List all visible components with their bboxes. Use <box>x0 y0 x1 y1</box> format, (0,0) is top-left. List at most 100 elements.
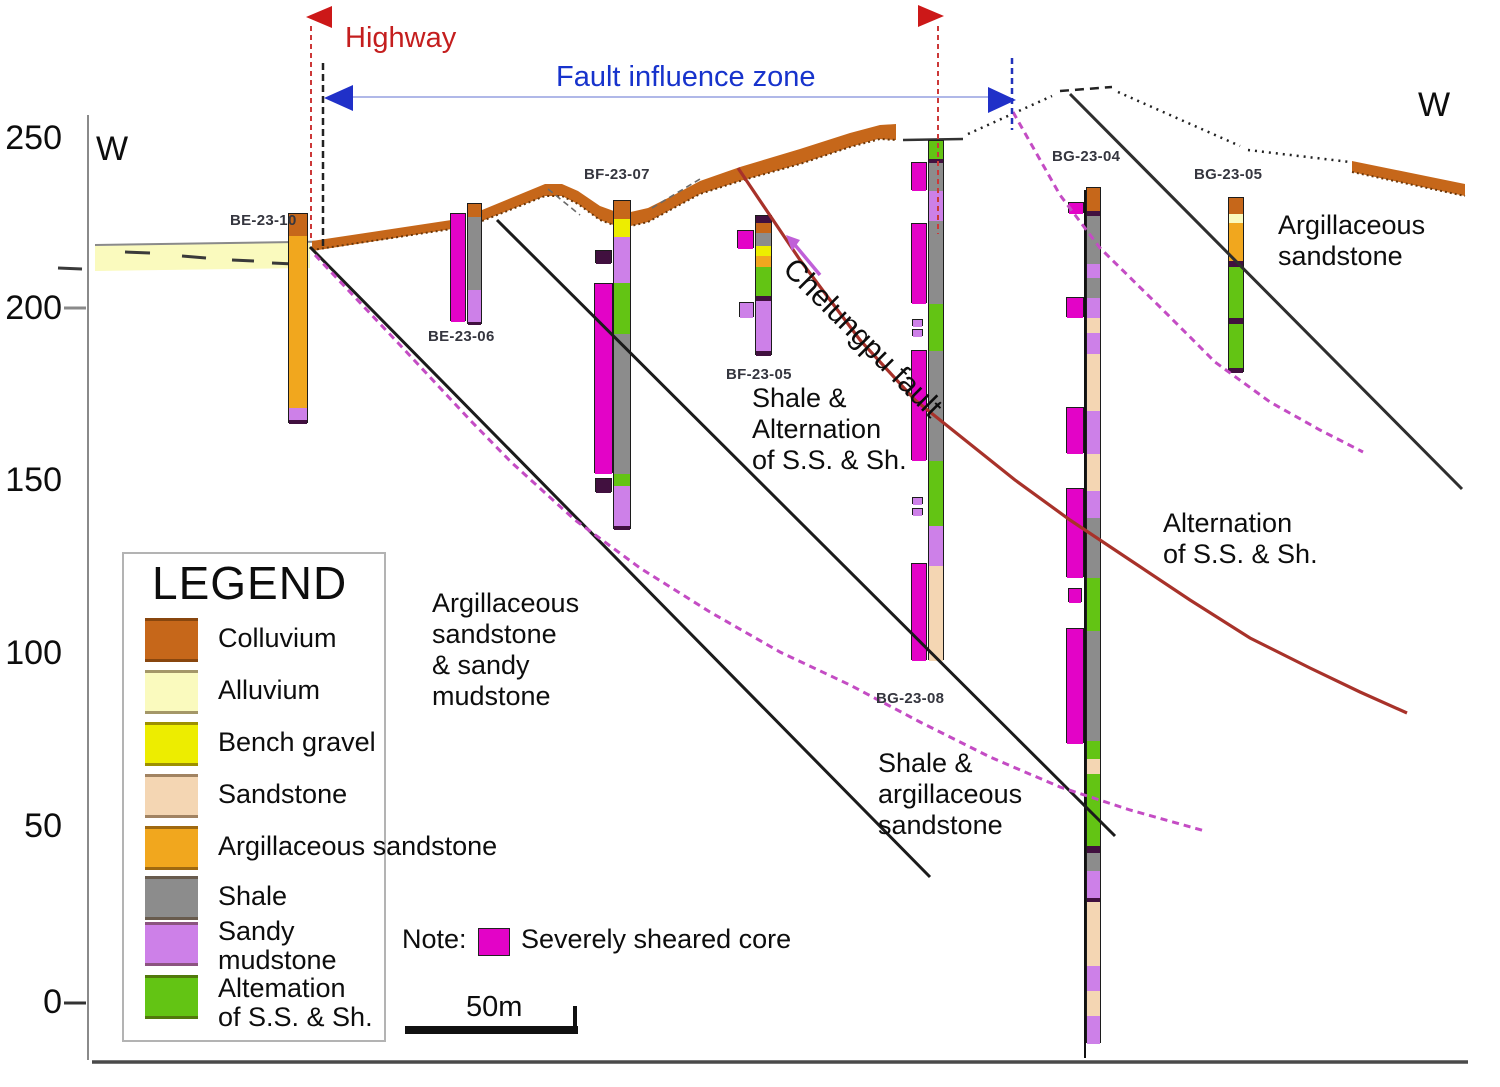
borehole-segment-dark <box>929 159 943 163</box>
colluvium-band-east <box>1352 161 1465 196</box>
borehole-segment-sandy_mudstone <box>913 498 922 505</box>
borehole-bar-BG-23-04 <box>1086 187 1101 1044</box>
borehole-bar-BF-23-07 <box>613 200 631 530</box>
borehole-segment-alternation <box>1087 774 1100 846</box>
legend-label-bench_gravel: Bench gravel <box>218 727 376 757</box>
borehole-segment-sandy_mudstone <box>929 526 943 566</box>
borehole-bar-BG-23-08 <box>928 140 944 661</box>
colluvium-dots-east <box>1351 171 1466 197</box>
borehole-label-BE-23-06: BE-23-06 <box>428 328 495 345</box>
axis-tick-label-50: 50 <box>24 807 62 845</box>
borehole-bar-BG-23-08 <box>912 508 923 516</box>
borehole-segment-sandy_mudstone <box>289 408 307 420</box>
borehole-bar-BG-23-08 <box>911 350 927 461</box>
fault-line-central <box>495 218 1117 838</box>
borehole-segment-dark <box>468 322 481 325</box>
borehole-bar-BE-23-06 <box>467 203 482 325</box>
borehole-segment-sheared <box>1067 489 1083 578</box>
annotation-shale-argillaceous: Shale & argillaceous sandstone <box>878 748 1023 840</box>
zone-arrow-right-icon <box>988 87 1016 113</box>
borehole-bar-BF-23-07 <box>595 250 612 264</box>
borehole-segment-sandy_mudstone <box>913 509 922 516</box>
borehole-bar-BF-23-05 <box>739 302 754 318</box>
borehole-label-BG-23-04: BG-23-04 <box>1052 148 1121 165</box>
borehole-segment-shale <box>756 233 771 246</box>
borehole-segment-sheared <box>1069 203 1083 214</box>
legend-swatch-sandy_mudstone <box>145 922 198 966</box>
borehole-segment-sandy_mudstone <box>1087 298 1100 318</box>
borehole-segment-colluvium <box>614 201 630 219</box>
borehole-segment-dark <box>1229 261 1243 267</box>
chelungpu-fault-line <box>736 167 1408 715</box>
borehole-segment-sandy_mudstone <box>756 301 771 351</box>
legend-label-arg_sandstone: Argillaceous sandstone <box>218 831 498 861</box>
borehole-label-BF-23-05: BF-23-05 <box>726 366 792 383</box>
borehole-segment-alternation <box>929 461 943 526</box>
borehole-segment-sandy_mudstone <box>1087 871 1100 898</box>
shear-trace-dashed-west <box>313 253 1206 833</box>
borehole-bar-BF-23-07 <box>595 478 612 493</box>
borehole-segment-sandstone <box>1087 454 1100 491</box>
legend-swatch-alternation <box>145 975 198 1019</box>
highway-arrow-left-icon <box>306 6 332 28</box>
borehole-bar-BG-23-08 <box>912 329 923 337</box>
borehole-segment-colluvium <box>1229 198 1243 214</box>
legend-title: LEGEND <box>152 557 348 609</box>
borehole-segment-bench_gravel <box>756 246 771 256</box>
legend-label-shale: Shale <box>218 881 288 911</box>
borehole-segment-sandy_mudstone <box>1087 966 1100 991</box>
borehole-segment-dark <box>756 296 771 301</box>
borehole-segment-sandstone <box>1087 759 1100 774</box>
borehole-segment-sheared <box>1067 408 1083 454</box>
scale-bar <box>405 1026 578 1034</box>
borehole-segment-sandy_mudstone <box>913 320 922 327</box>
borehole-segment-shale <box>614 334 630 474</box>
axis-tick-label-100: 100 <box>5 634 62 672</box>
borehole-segment-alluvium <box>1229 214 1243 223</box>
borehole-segment-dark <box>596 251 611 264</box>
axis-tick-label-200: 200 <box>5 289 62 327</box>
borehole-segment-dark <box>1087 898 1100 902</box>
borehole-bar-BE-23-06 <box>450 213 466 322</box>
borehole-segment-dark <box>1229 318 1243 324</box>
borehole-segment-dark <box>756 216 771 223</box>
borehole-segment-sandy_mudstone <box>1087 411 1100 454</box>
axis-tick-label-250: 250 <box>5 119 62 157</box>
borehole-segment-dark <box>1087 211 1100 216</box>
borehole-bar-BG-23-04 <box>1066 628 1084 744</box>
annotation-alternation-right: Alternation of S.S. & Sh. <box>1163 508 1318 569</box>
ground-dotted-east <box>967 85 1351 164</box>
borehole-segment-arg_sandstone <box>756 256 771 267</box>
borehole-segment-dark <box>596 479 611 493</box>
borehole-segment-colluvium <box>1087 188 1100 211</box>
annotation-argillaceous-sandy: Argillaceous sandstone & sandy mudstone <box>432 588 580 711</box>
borehole-segment-shale <box>929 221 943 304</box>
borehole-bar-BG-23-08 <box>912 497 923 505</box>
west-label-left: W <box>96 130 129 168</box>
borehole-segment-sandstone <box>1087 318 1100 333</box>
borehole-segment-sheared <box>738 231 753 249</box>
borehole-segment-sandy_mudstone <box>1087 264 1100 278</box>
borehole-segment-sandy_mudstone <box>913 330 922 337</box>
borehole-segment-dark <box>289 420 307 424</box>
borehole-segment-sheared <box>912 351 926 461</box>
annotation-shale-alternation: Shale & Alternation of S.S. & Sh. <box>752 383 907 475</box>
borehole-segment-sandstone <box>1087 354 1100 411</box>
borehole-segment-dark <box>756 351 771 356</box>
legend-swatch-arg_sandstone <box>145 826 198 870</box>
legend-label-alluvium: Alluvium <box>218 675 321 705</box>
borehole-segment-alternation <box>1229 324 1243 368</box>
sheared-core-swatch <box>478 928 510 956</box>
borehole-bar-BG-23-04 <box>1066 407 1084 454</box>
borehole-segment-sandstone <box>1087 991 1100 1016</box>
alluvium-dashes <box>57 250 295 271</box>
ground-line-hilltop <box>902 137 964 142</box>
borehole-segment-sandy_mudstone <box>740 303 753 318</box>
borehole-bar-BG-23-04 <box>1068 588 1082 603</box>
borehole-segment-sheared <box>1067 629 1083 744</box>
borehole-bar-BG-23-08 <box>911 162 927 191</box>
borehole-segment-shale <box>1087 216 1100 264</box>
borehole-segment-dark <box>1229 368 1243 373</box>
legend-label-sandy_mudstone: Sandy mudstone <box>218 916 337 975</box>
